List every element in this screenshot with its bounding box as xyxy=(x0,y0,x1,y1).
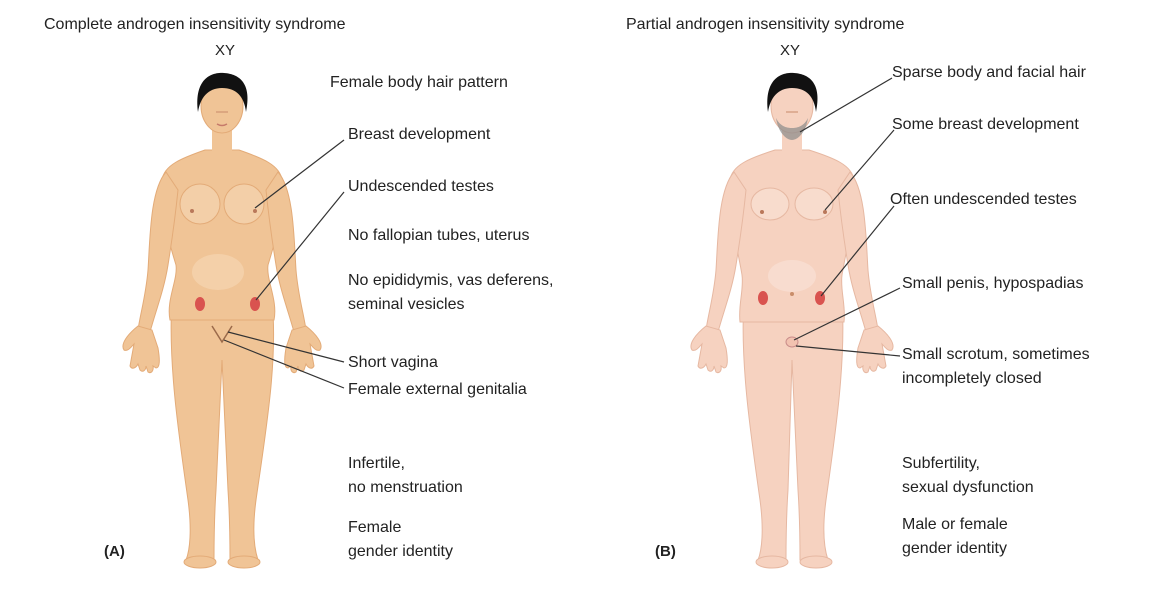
panel-a-tag: (A) xyxy=(104,543,125,560)
panel-b-karyotype: XY xyxy=(780,42,801,59)
panel-a-neck xyxy=(212,128,232,154)
leader-b-testes xyxy=(820,205,895,297)
label-b-scrotum-line1: Small scrotum, sometimes xyxy=(902,346,1090,363)
label-b-hair: Sparse body and facial hair xyxy=(892,64,1086,81)
panel-a-left-hand xyxy=(122,325,160,374)
panel-b-title: Partial androgen insensitivity syndrome xyxy=(626,16,905,33)
panel-b-torso xyxy=(729,149,855,323)
panel-b-right-breast xyxy=(794,187,834,221)
label-b-scrotum-line2: incompletely closed xyxy=(902,370,1042,387)
label-b-fertility-line2: sexual dysfunction xyxy=(902,479,1034,496)
panel-a-leader-lines xyxy=(223,139,345,389)
label-b-gender-line2: gender identity xyxy=(902,540,1007,557)
panel-b-beard xyxy=(776,118,808,140)
panel-a-hair xyxy=(197,72,248,112)
label-a-testes: Undescended testes xyxy=(348,178,494,195)
panel-a-left-foot xyxy=(183,555,217,569)
leader-b-scrotum xyxy=(795,345,901,357)
panel-b-left-foot xyxy=(755,555,789,569)
label-b-breast: Some breast development xyxy=(892,116,1079,133)
label-b-fertility-line1: Subfertility, xyxy=(902,455,980,472)
panel-a-right-hand xyxy=(284,325,322,374)
label-a-fertility-line1: Infertile, xyxy=(348,455,405,472)
panel-a-left-testis xyxy=(195,297,205,311)
leader-b-breast xyxy=(824,129,895,211)
label-a-gender: Female gender identity xyxy=(348,516,453,564)
panel-b-left-hand xyxy=(690,325,728,374)
label-a-body-hair: Female body hair pattern xyxy=(330,74,508,91)
panel-a-right-testis xyxy=(250,297,260,311)
label-a-gender-line2: gender identity xyxy=(348,543,453,560)
label-a-vagina: Short vagina xyxy=(348,354,438,371)
panel-b-left-testis xyxy=(758,291,768,305)
label-a-genitalia: Female external genitalia xyxy=(348,381,527,398)
leader-a-testes xyxy=(255,191,345,301)
panel-b-leader-lines xyxy=(793,77,901,357)
label-b-testes: Often undescended testes xyxy=(890,191,1077,208)
leader-b-penis xyxy=(793,287,901,341)
panel-a-karyotype: XY xyxy=(215,42,236,59)
panel-a-legs xyxy=(170,299,275,561)
panel-b-tag: (B) xyxy=(655,543,676,560)
panel-b-hair xyxy=(767,72,818,112)
label-a-epididymis-line1: No epididymis, vas deferens, xyxy=(348,272,554,289)
label-a-epididymis: No epididymis, vas deferens, seminal ves… xyxy=(348,269,553,317)
label-a-fertility: Infertile, no menstruation xyxy=(348,452,463,500)
panel-a-title: Complete androgen insensitivity syndrome xyxy=(44,16,346,33)
label-b-gender-line1: Male or female xyxy=(902,516,1008,533)
leader-a-genitalia xyxy=(223,339,345,389)
label-b-scrotum: Small scrotum, sometimes incompletely cl… xyxy=(902,343,1090,391)
panel-a-body-figure xyxy=(122,72,322,569)
label-b-gender: Male or female gender identity xyxy=(902,513,1008,561)
panel-b-right-foot xyxy=(799,555,833,569)
leader-a-vagina xyxy=(227,331,345,363)
label-a-fertility-line2: no menstruation xyxy=(348,479,463,496)
panel-a-right-foot xyxy=(227,555,261,569)
panel-b-body-figure xyxy=(690,72,894,569)
label-a-gender-line1: Female xyxy=(348,519,402,536)
panel-a-torso xyxy=(161,149,283,321)
label-b-fertility: Subfertility, sexual dysfunction xyxy=(902,452,1034,500)
panel-a-left-breast xyxy=(179,183,221,225)
label-a-breast: Breast development xyxy=(348,126,491,143)
label-a-epididymis-line2: seminal vesicles xyxy=(348,296,465,313)
leader-b-hair xyxy=(799,77,893,133)
label-b-penis: Small penis, hypospadias xyxy=(902,275,1084,292)
panel-b-legs xyxy=(742,299,844,561)
panel-b-right-hand xyxy=(856,325,894,374)
label-a-tubes: No fallopian tubes, uterus xyxy=(348,227,530,244)
panel-b-left-breast xyxy=(750,187,790,221)
panel-a-right-breast xyxy=(223,183,265,225)
leader-a-breast xyxy=(254,139,345,209)
